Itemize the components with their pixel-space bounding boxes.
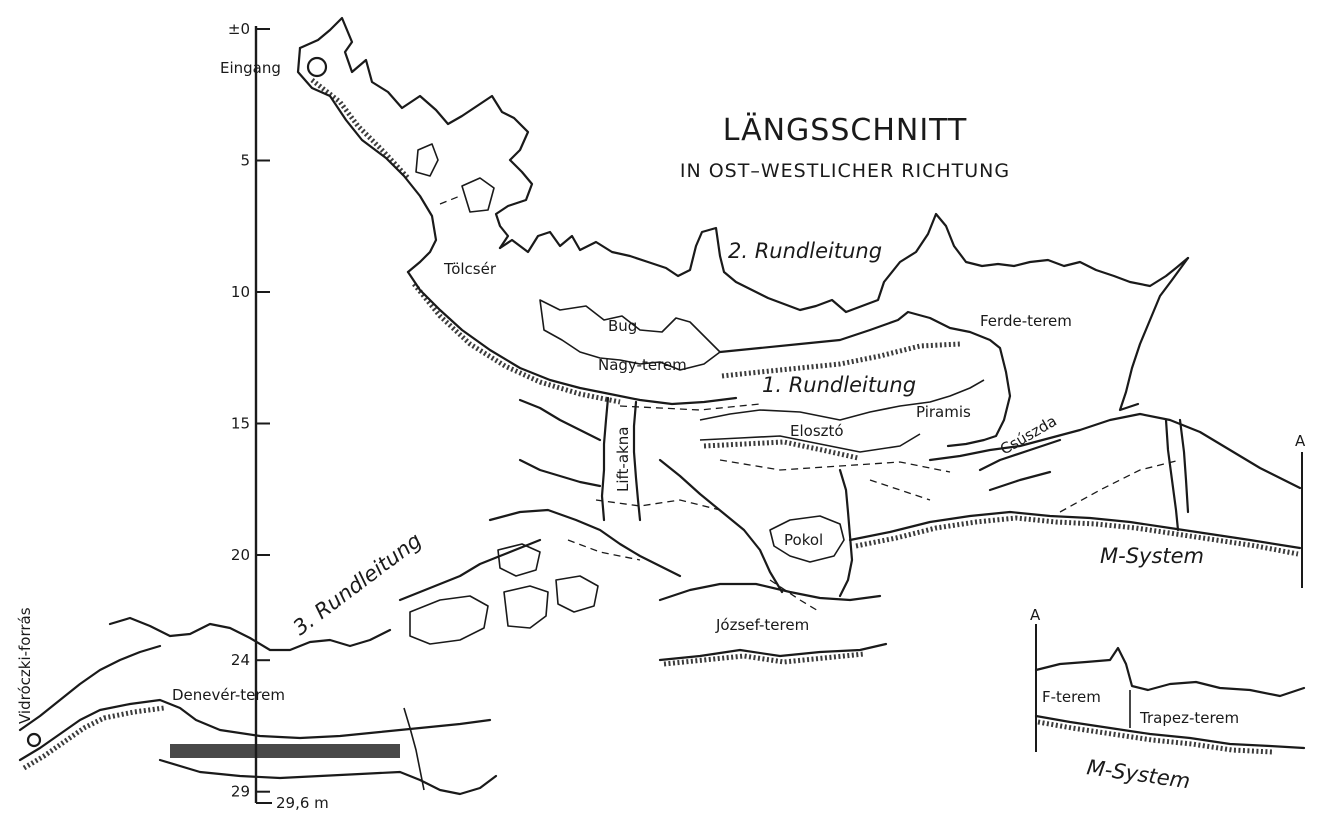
- depth-tick-label: 24: [231, 651, 250, 669]
- eloszto-gallery: [699, 379, 985, 421]
- inset-floor: [1034, 714, 1306, 750]
- inset-section: A: [1030, 606, 1306, 755]
- label-piramis: Piramis: [916, 403, 971, 421]
- depth-tick-label: 20: [231, 546, 250, 564]
- denever-terem-floor: [158, 758, 498, 796]
- lift-shaft-left: [600, 396, 610, 522]
- lift-shaft-right: [632, 400, 642, 522]
- chamber-b: [503, 585, 549, 629]
- depth-tick-label: 29: [231, 783, 250, 801]
- chamber-c: [555, 575, 599, 613]
- m-system-gallery-floor-hatch: [855, 515, 1299, 557]
- depth-tick-label: 15: [231, 415, 250, 433]
- label-tolcser: Tölcsér: [443, 260, 497, 278]
- m-system-gallery-ceiling: [928, 412, 1302, 490]
- dashed-route-1: [439, 195, 1181, 513]
- depth-scale: ±0 5 10 15 20 24 29 29,6 m: [228, 20, 329, 812]
- ferde-right-wall: [1118, 256, 1190, 412]
- upper-ceiling: [498, 212, 1190, 314]
- eloszto-floor-hatch: [703, 439, 859, 461]
- label-rundleitung-1: 1. Rundleitung: [762, 373, 916, 397]
- label-spring: Vidróczki-forrás: [16, 607, 34, 724]
- label-trapez-terem: Trapez-terem: [1139, 709, 1239, 727]
- block-2: [461, 177, 495, 213]
- upper-left-slope: [406, 270, 738, 406]
- depth-tick-label: 10: [231, 283, 250, 301]
- spring-passage-ceiling: [108, 616, 392, 652]
- label-eloszto: Elosztó: [790, 422, 844, 440]
- pokol-chamber: [769, 515, 845, 563]
- label-lift-akna: Lift-akna: [614, 427, 632, 492]
- denever-terem-water: [170, 744, 400, 758]
- spring-passage-floor: [18, 698, 492, 762]
- dashed-route-2: [567, 479, 931, 613]
- label-pokol: Pokol: [784, 531, 823, 549]
- m-system-gallery-floor: [848, 510, 1302, 550]
- label-m-system-inset: M-System: [1085, 755, 1191, 793]
- label-nagy-terem: Nagy-terem: [598, 356, 687, 374]
- depth-ticks: ±0 5 10 15 20 24 29: [228, 20, 270, 801]
- label-denever-terem: Denevér-terem: [172, 686, 285, 704]
- inset-marker-label: A: [1030, 606, 1041, 624]
- entrance-shaft-floor: [310, 78, 410, 180]
- section-marker-top-label: A: [1295, 432, 1306, 450]
- middle-left-gallery: [518, 398, 602, 488]
- entrance-marker: [306, 56, 328, 78]
- block-1: [415, 143, 439, 177]
- rundleitung-3-ceiling: [488, 508, 682, 578]
- label-m-system-main: M-System: [1100, 544, 1204, 568]
- depth-max-label: 29,6 m: [276, 794, 329, 812]
- cave-outlines: [18, 16, 1302, 796]
- jozsef-terem-floor: [663, 651, 865, 667]
- depth-tick-label: 5: [240, 152, 250, 170]
- csuszda-passage: [978, 438, 1062, 492]
- central-drop-left: [658, 458, 784, 594]
- denever-terem-wall: [403, 707, 425, 791]
- section-marker-main: A: [1295, 432, 1306, 588]
- depth-tick-label: ±0: [228, 20, 250, 38]
- spring-passage-upper: [18, 644, 162, 732]
- right-shaft: [1164, 418, 1190, 532]
- inset-ceiling: [1034, 646, 1306, 698]
- rundleitung-3-floor: [398, 538, 542, 602]
- label-jozsef-terem: József-terem: [715, 616, 809, 634]
- nagy-terem-ceiling: [718, 310, 1012, 448]
- diagram-subtitle: IN OST–WESTLICHER RICHTUNG: [680, 160, 1010, 182]
- entrance-shaft-outline: [298, 16, 534, 250]
- chamber-d: [497, 543, 541, 577]
- spring-marker: [26, 732, 42, 748]
- spring-passage-floor-hatch: [22, 705, 165, 771]
- nagy-terem-floor: [721, 341, 961, 379]
- entrance-shaft-left-wall: [296, 46, 438, 274]
- label-entrance: Eingang: [220, 59, 281, 77]
- chamber-a: [409, 595, 489, 645]
- label-rundleitung-3: 3. Rundleitung: [289, 528, 426, 640]
- diagram-title: LÄNGSSCHNITT: [723, 112, 968, 148]
- label-ferde-terem: Ferde-terem: [980, 312, 1072, 330]
- label-f-terem: F-terem: [1042, 688, 1101, 706]
- eloszto-floor: [699, 433, 921, 453]
- upper-left-slope-floor: [412, 282, 621, 405]
- cave-labels: Eingang Tölcsér Bug Nagy-terem Ferde-ter…: [16, 59, 1239, 793]
- central-drop-right: [838, 468, 854, 598]
- label-rundleitung-2: 2. Rundleitung: [728, 239, 882, 263]
- jozsef-terem-outline: [658, 582, 888, 662]
- label-bug: Bug: [608, 317, 637, 335]
